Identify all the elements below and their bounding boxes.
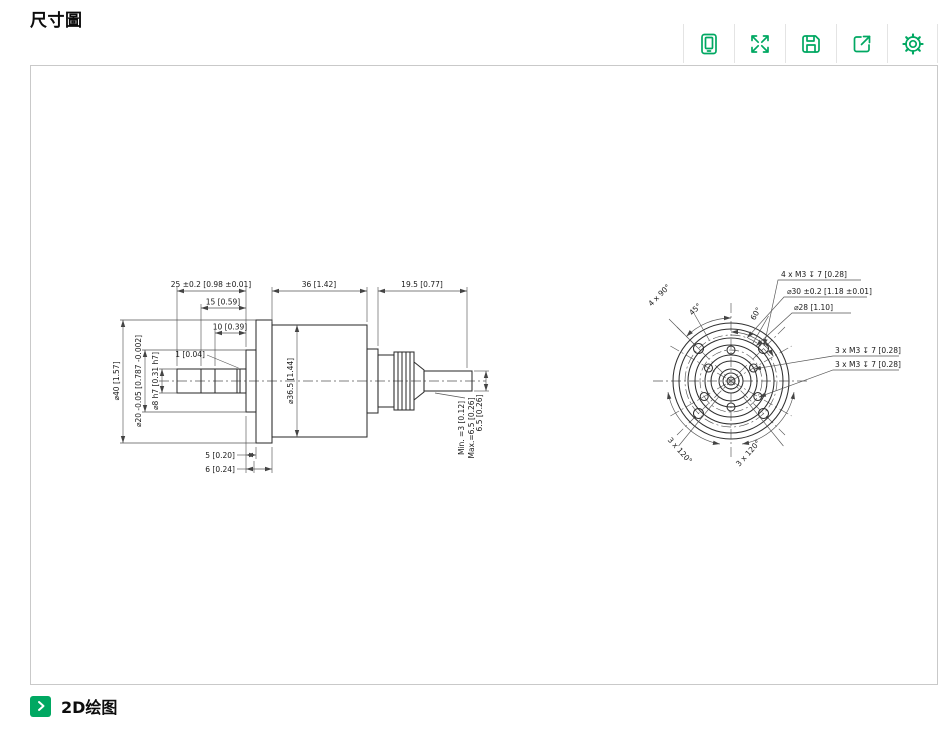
settings-button[interactable] xyxy=(887,24,938,63)
dim-flange-diameter: ⌀40 [1.57] xyxy=(112,361,121,400)
angle-45: 45° xyxy=(687,301,703,317)
technical-drawing: 25 ±0.2 [0.98 ±0.01] 15 [0.59] 10 [0.39]… xyxy=(112,270,901,474)
dimension-drawing-canvas: 25 ±0.2 [0.98 ±0.01] 15 [0.59] 10 [0.39]… xyxy=(30,65,938,685)
chevron-right-icon[interactable] xyxy=(30,695,51,717)
dim-body-diameter: ⌀36.5 [1.44] xyxy=(286,358,295,404)
angle-3x120-left: 3 x 120° xyxy=(666,435,694,465)
footer-link-row: 2D绘图 xyxy=(30,694,117,718)
fullscreen-icon xyxy=(751,34,769,53)
dim-15: 15 [0.59] xyxy=(206,298,241,307)
drawing-toolbar xyxy=(683,24,938,63)
dim-cable-min: Min. =3 [0.12] xyxy=(457,401,466,455)
save-icon xyxy=(802,34,820,53)
2d-drawing-link[interactable]: 2D绘图 xyxy=(61,698,118,717)
page-title: 尺寸圖 xyxy=(30,11,83,31)
dim-pilot-diameter: ⌀20 -0.05 [0.787 -0.002] xyxy=(134,335,143,427)
dim-shaft-length: 25 ±0.2 [0.98 ±0.01] xyxy=(171,280,252,289)
angle-60: 60° xyxy=(749,306,764,322)
dim-bolt-circle: ⌀30 ±0.2 [1.18 ±0.01] xyxy=(787,287,872,296)
angle-4x90: 4 x 90° xyxy=(646,282,672,308)
save-button[interactable] xyxy=(785,24,836,63)
dim-5: 5 [0.20] xyxy=(205,451,235,460)
dim-body-length: 36 [1.42] xyxy=(302,280,337,289)
dim-d28: ⌀28 [1.10] xyxy=(794,303,833,312)
dim-3xm3-b: 3 x M3 ↧ 7 [0.28] xyxy=(835,360,901,369)
front-view: 4 x M3 ↧ 7 [0.28] ⌀30 ±0.2 [1.18 ±0.01] … xyxy=(646,270,901,468)
dim-3xm3-a: 3 x M3 ↧ 7 [0.28] xyxy=(835,346,901,355)
dim-6: 6 [0.24] xyxy=(205,465,235,474)
dim-cable-max: Max.=6.5 [0.26] xyxy=(467,397,476,458)
dim-4xm3: 4 x M3 ↧ 7 [0.28] xyxy=(781,270,847,279)
fullscreen-button[interactable] xyxy=(734,24,785,63)
dim-groove: 1 [0.04] xyxy=(175,350,205,359)
mobile-preview-icon xyxy=(701,33,717,54)
dim-cable-diameter: 6.5 [0.26] xyxy=(475,395,484,432)
side-view: 25 ±0.2 [0.98 ±0.01] 15 [0.59] 10 [0.39]… xyxy=(112,280,489,474)
mobile-preview-button[interactable] xyxy=(683,24,734,63)
export-button[interactable] xyxy=(836,24,887,63)
dim-gland-length: 19.5 [0.77] xyxy=(401,280,443,289)
dim-10: 10 [0.39] xyxy=(213,323,248,332)
dim-shaft-diameter: ⌀8 h7 [0.31 h7] xyxy=(151,352,160,410)
export-icon xyxy=(853,35,871,52)
settings-icon xyxy=(901,32,924,55)
